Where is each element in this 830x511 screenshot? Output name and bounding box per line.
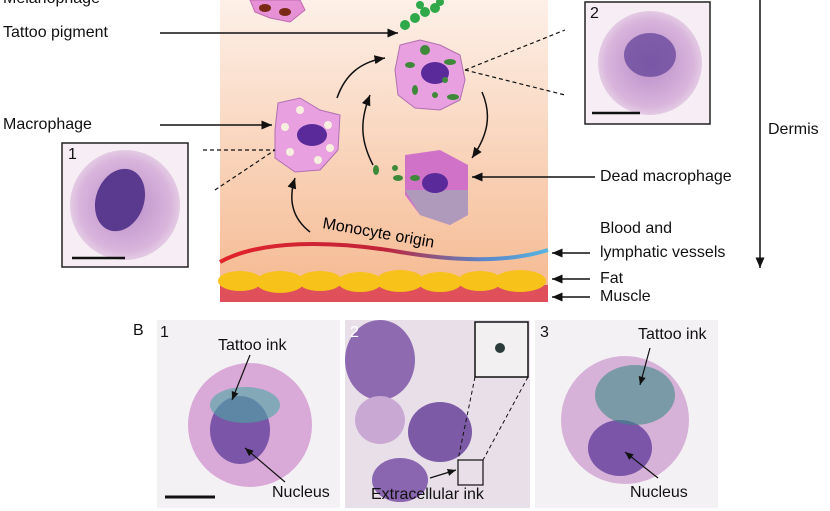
blood-vessel [219,241,549,264]
dead-macrophage-label: Dead macrophage [600,168,732,185]
dermis-label: Dermis [768,121,819,138]
pigment-macrophage [394,39,466,111]
panel-b-image-3 [535,320,718,508]
inset-1-micrograph [61,142,189,268]
b3-tattoo-ink-label: Tattoo ink [638,326,707,343]
tattoo-pigment-particles [400,0,444,30]
fat-layer [218,270,546,293]
inset-2-micrograph [584,1,711,125]
macrophage-label: Macrophage [3,116,92,133]
panel-b-label: B [133,322,144,339]
panel-b-image-2 [345,320,530,508]
b2-number: 2 [350,324,359,341]
muscle-label: Muscle [600,288,651,305]
blood-label-line2: lymphatic vessels [600,244,726,261]
muscle-layer [220,285,548,302]
inset-2-number: 2 [590,5,599,22]
b1-nucleus-label: Nucleus [272,484,330,501]
cycle-arrows [287,55,489,233]
b2-extracellular-ink-label: Extracellular ink [371,486,484,503]
melanophage-cell [249,0,306,23]
b3-nucleus-label: Nucleus [630,484,688,501]
b1-tattoo-ink-label: Tattoo ink [218,337,287,354]
b3-number: 3 [540,324,549,341]
panel-b-image-1 [157,320,340,508]
b1-number: 1 [160,324,169,341]
blood-label-line1: Blood and [600,220,673,237]
inset-dashed-lines [203,29,566,191]
macrophage-cell [274,97,341,173]
dead-macrophage-cell [373,150,468,225]
fat-label: Fat [600,270,624,287]
tattoo-pigment-label: Tattoo pigment [3,24,108,41]
label-pointers [160,0,765,302]
inset-1-number: 1 [68,146,77,163]
melanophage-label: Melanophage [3,0,100,8]
